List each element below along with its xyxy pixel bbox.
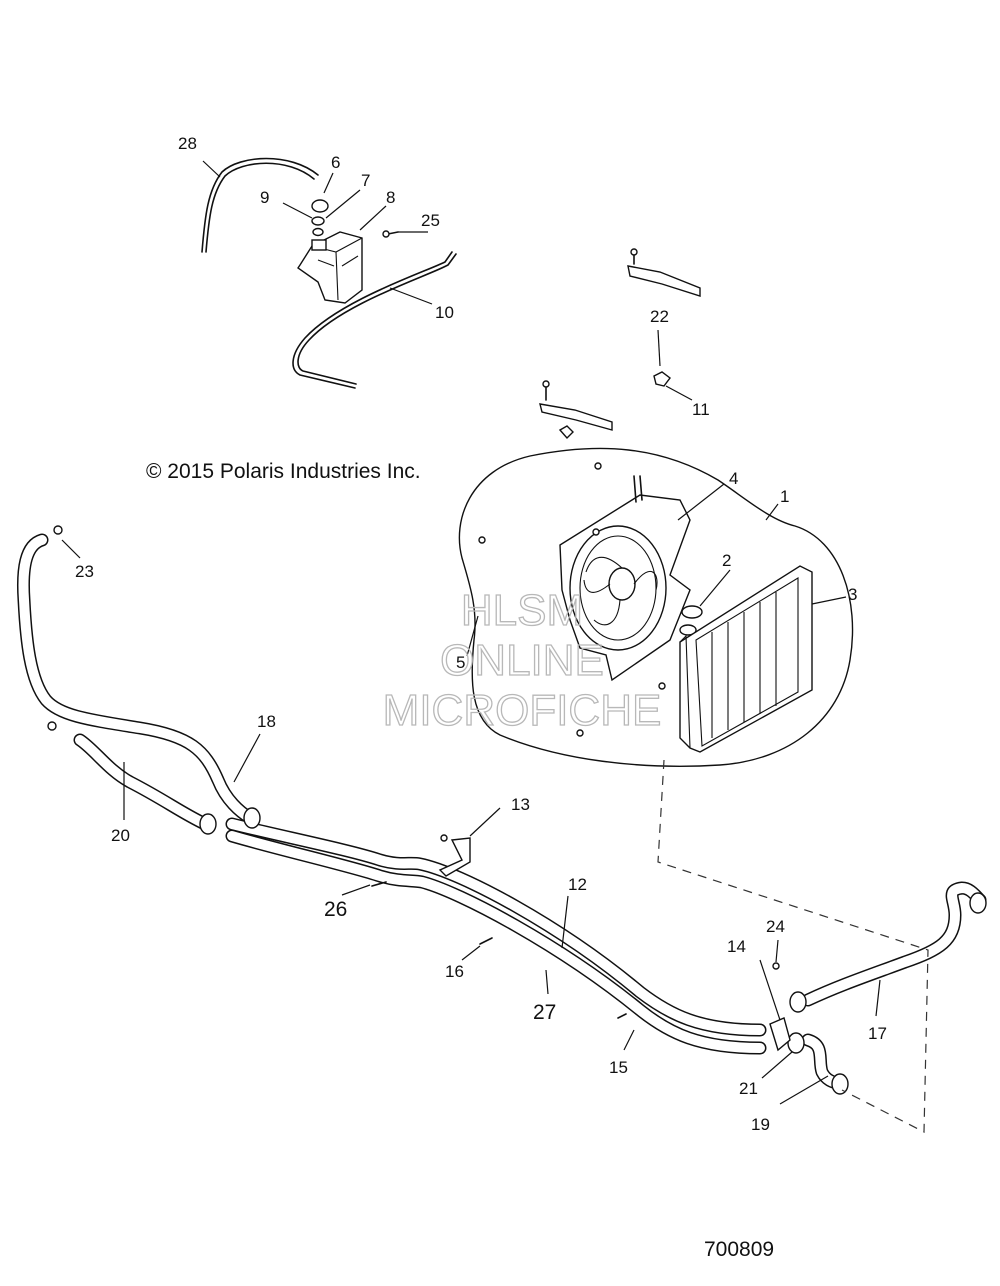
- fan-shroud-icon: [559, 475, 697, 682]
- callout-8: 8: [386, 188, 395, 207]
- callout-18: 18: [257, 712, 276, 731]
- copyright-notice: © 2015 Polaris Industries Inc.: [146, 460, 421, 483]
- callout-23: 23: [75, 562, 94, 581]
- callout-9: 9: [260, 188, 269, 207]
- fastener-icon: [47, 525, 791, 1052]
- reference-line: [657, 759, 929, 1133]
- callout-12: 12: [568, 875, 587, 894]
- callout-6: 6: [331, 153, 340, 172]
- callout-21: 21: [739, 1079, 758, 1098]
- callout-13: 13: [511, 795, 530, 814]
- fastener-icon: [681, 605, 703, 619]
- watermark-line-1: HLSM: [461, 586, 583, 635]
- callout-17: 17: [868, 1024, 887, 1043]
- callout-16: 16: [445, 962, 464, 981]
- coolant-reservoir-icon: [201, 157, 457, 389]
- callout-28: 28: [178, 134, 197, 153]
- callout-11: 11: [692, 400, 710, 419]
- callout-4: 4: [729, 469, 738, 488]
- callout-10: 10: [435, 303, 454, 322]
- callout-24: 24: [766, 917, 785, 936]
- callout-19: 19: [751, 1115, 770, 1134]
- callout-labels: 1 2 3 4 5 6 7 8 9 10 11 12 13 14 15 16 1…: [75, 134, 887, 1134]
- watermark-line-3: MICROFICHE: [383, 686, 662, 735]
- radiator-icon: [679, 565, 813, 753]
- watermark: HLSM ONLINE MICROFICHE: [382, 585, 662, 735]
- watermark-line-2: ONLINE: [440, 636, 604, 685]
- radiator-assembly-outline: [458, 447, 854, 767]
- callout-27: 27: [533, 1001, 556, 1024]
- bracket-icon: [539, 248, 701, 440]
- callout-25: 25: [421, 211, 440, 230]
- clamp-icon: [199, 807, 987, 1095]
- callout-26: 26: [324, 898, 347, 921]
- document-number: 700809: [704, 1238, 774, 1261]
- callout-1: 1: [780, 487, 789, 506]
- callout-15: 15: [609, 1058, 628, 1077]
- leader-lines: [61, 160, 881, 1105]
- callout-20: 20: [111, 826, 130, 845]
- callout-5: 5: [456, 653, 465, 672]
- callout-3: 3: [848, 585, 857, 604]
- callout-22: 22: [650, 307, 669, 326]
- callout-2: 2: [722, 551, 731, 570]
- callout-14: 14: [727, 937, 746, 956]
- callout-7: 7: [361, 171, 370, 190]
